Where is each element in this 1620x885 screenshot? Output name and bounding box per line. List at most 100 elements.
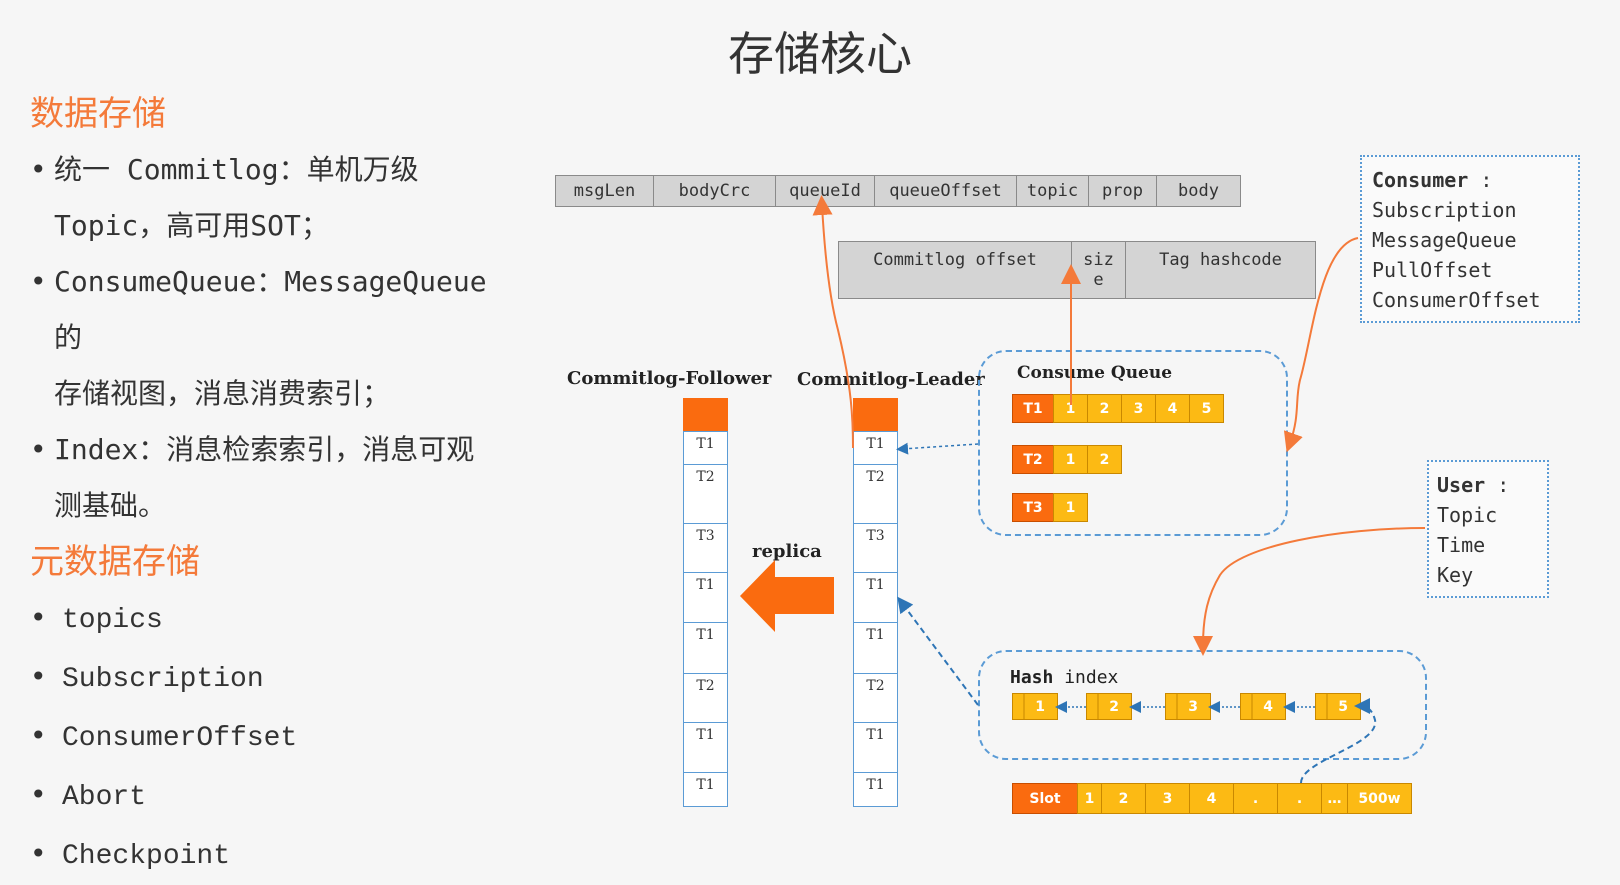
cq-row-cell: 5	[1189, 394, 1224, 423]
consumer-title: Consumer	[1372, 168, 1469, 192]
field-body: body	[1156, 175, 1241, 207]
consumer-line: ConsumerOffset	[1372, 288, 1541, 312]
queue-to-leader-link	[896, 442, 979, 455]
user-colon: :	[1497, 473, 1510, 497]
leader-cell: T1	[853, 572, 898, 623]
user-line: Time	[1437, 533, 1486, 557]
cq-size-line: e	[1093, 270, 1104, 290]
follower-cell: T1	[683, 622, 728, 674]
field-queueid: queueId	[775, 175, 875, 207]
meta-item-label: topics	[62, 605, 163, 636]
user-line: Topic	[1437, 503, 1498, 527]
hash-node: 1	[1012, 693, 1058, 720]
cq-row-topic: T3	[1012, 493, 1054, 522]
cq-row-cell: 2	[1087, 445, 1122, 474]
bullet-line: ConsumeQueue：MessageQueue 的	[54, 265, 487, 354]
slide-title: 存储核心	[728, 27, 912, 81]
follower-title: Commitlog-Follower	[567, 368, 772, 389]
consumer-line: PullOffset	[1372, 258, 1493, 282]
slot-cell: 3	[1145, 783, 1190, 814]
cq-size-line: siz	[1083, 250, 1114, 270]
bullet-line: 统一 Commitlog：单机万级	[54, 153, 419, 186]
field-prop: prop	[1088, 175, 1157, 207]
cq-field-tag-hashcode: Tag hashcode	[1125, 241, 1316, 299]
consumer-line: MessageQueue	[1372, 228, 1517, 252]
leader-cell: T1	[853, 431, 898, 465]
cq-row-topic: T1	[1012, 394, 1054, 423]
user-to-hash-arrow	[1193, 527, 1426, 656]
leader-cell: T2	[853, 464, 898, 524]
replica-label: replica	[752, 541, 822, 562]
metadata-storage-heading: 元数据存储	[30, 542, 200, 582]
meta-item-consumeroffset: ConsumerOffset	[30, 708, 530, 767]
left-text-panel: 数据存储 统一 Commitlog：单机万级 Topic，高可用SOT； Con…	[30, 86, 530, 885]
cq-row-topic: T2	[1012, 445, 1054, 474]
leader-title: Commitlog-Leader	[797, 369, 985, 390]
consumer-line: Subscription	[1372, 198, 1517, 222]
data-storage-heading: 数据存储	[30, 94, 166, 134]
follower-cell: T1	[683, 722, 728, 773]
consumer-box: Consumer : Subscription MessageQueue Pul…	[1360, 155, 1580, 323]
field-topic: topic	[1016, 175, 1089, 207]
leader-cell: T3	[853, 523, 898, 573]
follower-cell: T1	[683, 431, 728, 465]
consumer-box-header: Consumer :	[1372, 165, 1568, 195]
consume-queue-title: Consume Queue	[1017, 363, 1173, 383]
bullet-index: Index：消息检索索引，消息可观 测基础。	[30, 422, 530, 534]
leader-cell: T1	[853, 622, 898, 674]
slot-label: Slot	[1012, 783, 1078, 814]
cq-row-cell: 1	[1053, 493, 1088, 522]
field-bodycrc: bodyCrc	[653, 175, 776, 207]
slot-cell: …	[1321, 783, 1348, 814]
bullet-commitlog: 统一 Commitlog：单机万级 Topic，高可用SOT；	[30, 142, 530, 254]
bullet-line: Topic，高可用SOT；	[54, 209, 329, 242]
meta-item-subscription: Subscription	[30, 649, 530, 708]
hash-index-title: Hash index	[1010, 667, 1118, 688]
follower-cell: T3	[683, 523, 728, 573]
bullet-line: 测基础。	[54, 489, 167, 522]
meta-item-label: Abort	[62, 782, 147, 813]
cq-field-commitlog-offset: Commitlog offset	[838, 241, 1072, 299]
follower-head-block	[683, 398, 728, 431]
cq-row-cell: 1	[1053, 445, 1088, 474]
slot-cell: 500w	[1347, 783, 1412, 814]
meta-item-label: Subscription	[62, 664, 264, 695]
hash-node: 4	[1240, 693, 1286, 720]
user-title: User	[1437, 473, 1486, 497]
hash-index-title-rest: index	[1064, 667, 1119, 688]
slot-cell: .	[1233, 783, 1278, 814]
user-box-header: User :	[1437, 470, 1539, 500]
user-line: Key	[1437, 563, 1474, 587]
cq-row-cell: 1	[1053, 394, 1088, 423]
follower-cell: T2	[683, 464, 728, 524]
leader-head-block	[853, 398, 898, 431]
hash-node: 3	[1165, 693, 1211, 720]
replica-arrow	[740, 560, 834, 632]
slot-cell: 2	[1101, 783, 1146, 814]
hash-node: 5	[1315, 693, 1361, 720]
cq-row-cell: 4	[1155, 394, 1190, 423]
bullet-line: 存储视图，消息消费索引；	[54, 377, 391, 410]
leader-cell: T2	[853, 673, 898, 723]
meta-item-label: ConsumerOffset	[62, 723, 298, 754]
cq-row-cell: 2	[1087, 394, 1122, 423]
bullet-consumequeue: ConsumeQueue：MessageQueue 的 存储视图，消息消费索引；	[30, 254, 530, 422]
cq-row-cell: 3	[1121, 394, 1156, 423]
leader-cell: T1	[853, 772, 898, 807]
field-queueoffset: queueOffset	[874, 175, 1017, 207]
hash-node: 2	[1086, 693, 1132, 720]
follower-cell: T1	[683, 772, 728, 807]
slot-cell: 1	[1077, 783, 1102, 814]
leader-cell: T1	[853, 722, 898, 773]
cq-field-size: siz e	[1071, 241, 1126, 299]
slot-cell: 4	[1189, 783, 1234, 814]
hash-to-leader-link	[897, 596, 979, 706]
meta-item-topics: topics	[30, 590, 530, 649]
slot-cell: .	[1277, 783, 1322, 814]
bullet-line: Index：消息检索索引，消息可观	[54, 433, 475, 466]
meta-item-abort: Abort	[30, 767, 530, 826]
hash-index-title-bold: Hash	[1010, 667, 1054, 688]
follower-cell: T1	[683, 572, 728, 623]
consumer-colon: :	[1480, 168, 1493, 192]
field-msglen: msgLen	[555, 175, 654, 207]
